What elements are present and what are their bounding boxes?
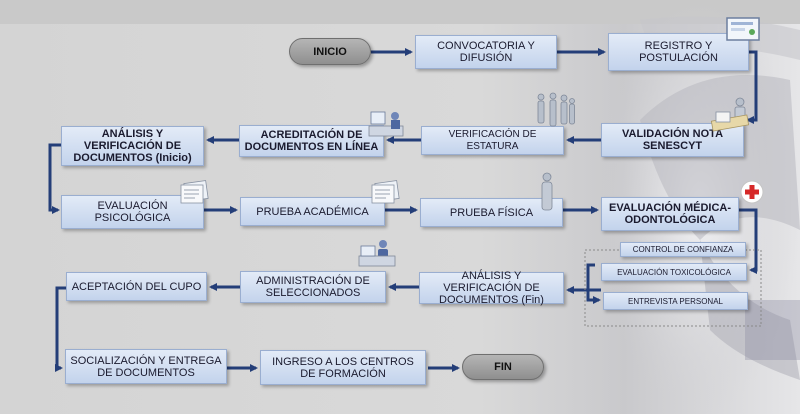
computer-screen-icon [726, 17, 760, 41]
step-socializacion: SOCIALIZACIÓN Y ENTREGA DE DOCUMENTOS [65, 349, 227, 384]
step-control-confianza: CONTROL DE CONFIANZA [620, 242, 746, 257]
person-icon [541, 172, 553, 211]
step-prueba-academica: PRUEBA ACADÉMICA [240, 197, 385, 226]
step-analisis-fin: ANÁLISIS Y VERIFICACIÓN DE DOCUMENTOS (F… [419, 270, 564, 306]
workstation-icon [368, 111, 404, 137]
step-prueba-fisica: PRUEBA FÍSICA [420, 198, 563, 227]
step-administracion: ADMINISTRACIÓN DE SELECCIONADOS [240, 271, 386, 303]
step-evaluacion-psicologica: EVALUACIÓN PSICOLÓGICA [61, 195, 204, 229]
step-ingreso-centros: INGRESO A LOS CENTROS DE FORMACIÓN [260, 350, 426, 385]
desk-worker-icon [710, 97, 750, 132]
desk-worker-icon [358, 240, 396, 267]
step-verificacion-estatura: VERIFICACIÓN DE ESTATURA [421, 126, 564, 155]
step-registro: REGISTRO Y POSTULACIÓN [608, 33, 749, 71]
end-node: FIN [462, 354, 544, 380]
people-group-icon [537, 92, 575, 127]
step-analisis-inicio: ANÁLISIS Y VERIFICACIÓN DE DOCUMENTOS (I… [61, 126, 204, 166]
step-acreditacion: ACREDITACIÓN DE DOCUMENTOS EN LÍNEA [239, 125, 384, 157]
start-node: INICIO [289, 38, 371, 65]
step-validacion-senescyt: VALIDACIÓN NOTA SENESCYT [601, 123, 744, 157]
step-evaluacion-toxicologica: EVALUACIÓN TOXICOLÓGICA [601, 263, 747, 281]
step-entrevista-personal: ENTREVISTA PERSONAL [603, 292, 748, 310]
medical-kit-icon [740, 180, 764, 204]
step-evaluacion-medica: EVALUACIÓN MÉDICA-ODONTOLÓGICA [601, 197, 739, 231]
documents-icon [180, 180, 209, 204]
documents-icon [371, 180, 400, 204]
step-convocatoria: CONVOCATORIA Y DIFUSIÓN [415, 35, 557, 69]
step-aceptacion-cupo: ACEPTACIÓN DEL CUPO [66, 272, 207, 301]
